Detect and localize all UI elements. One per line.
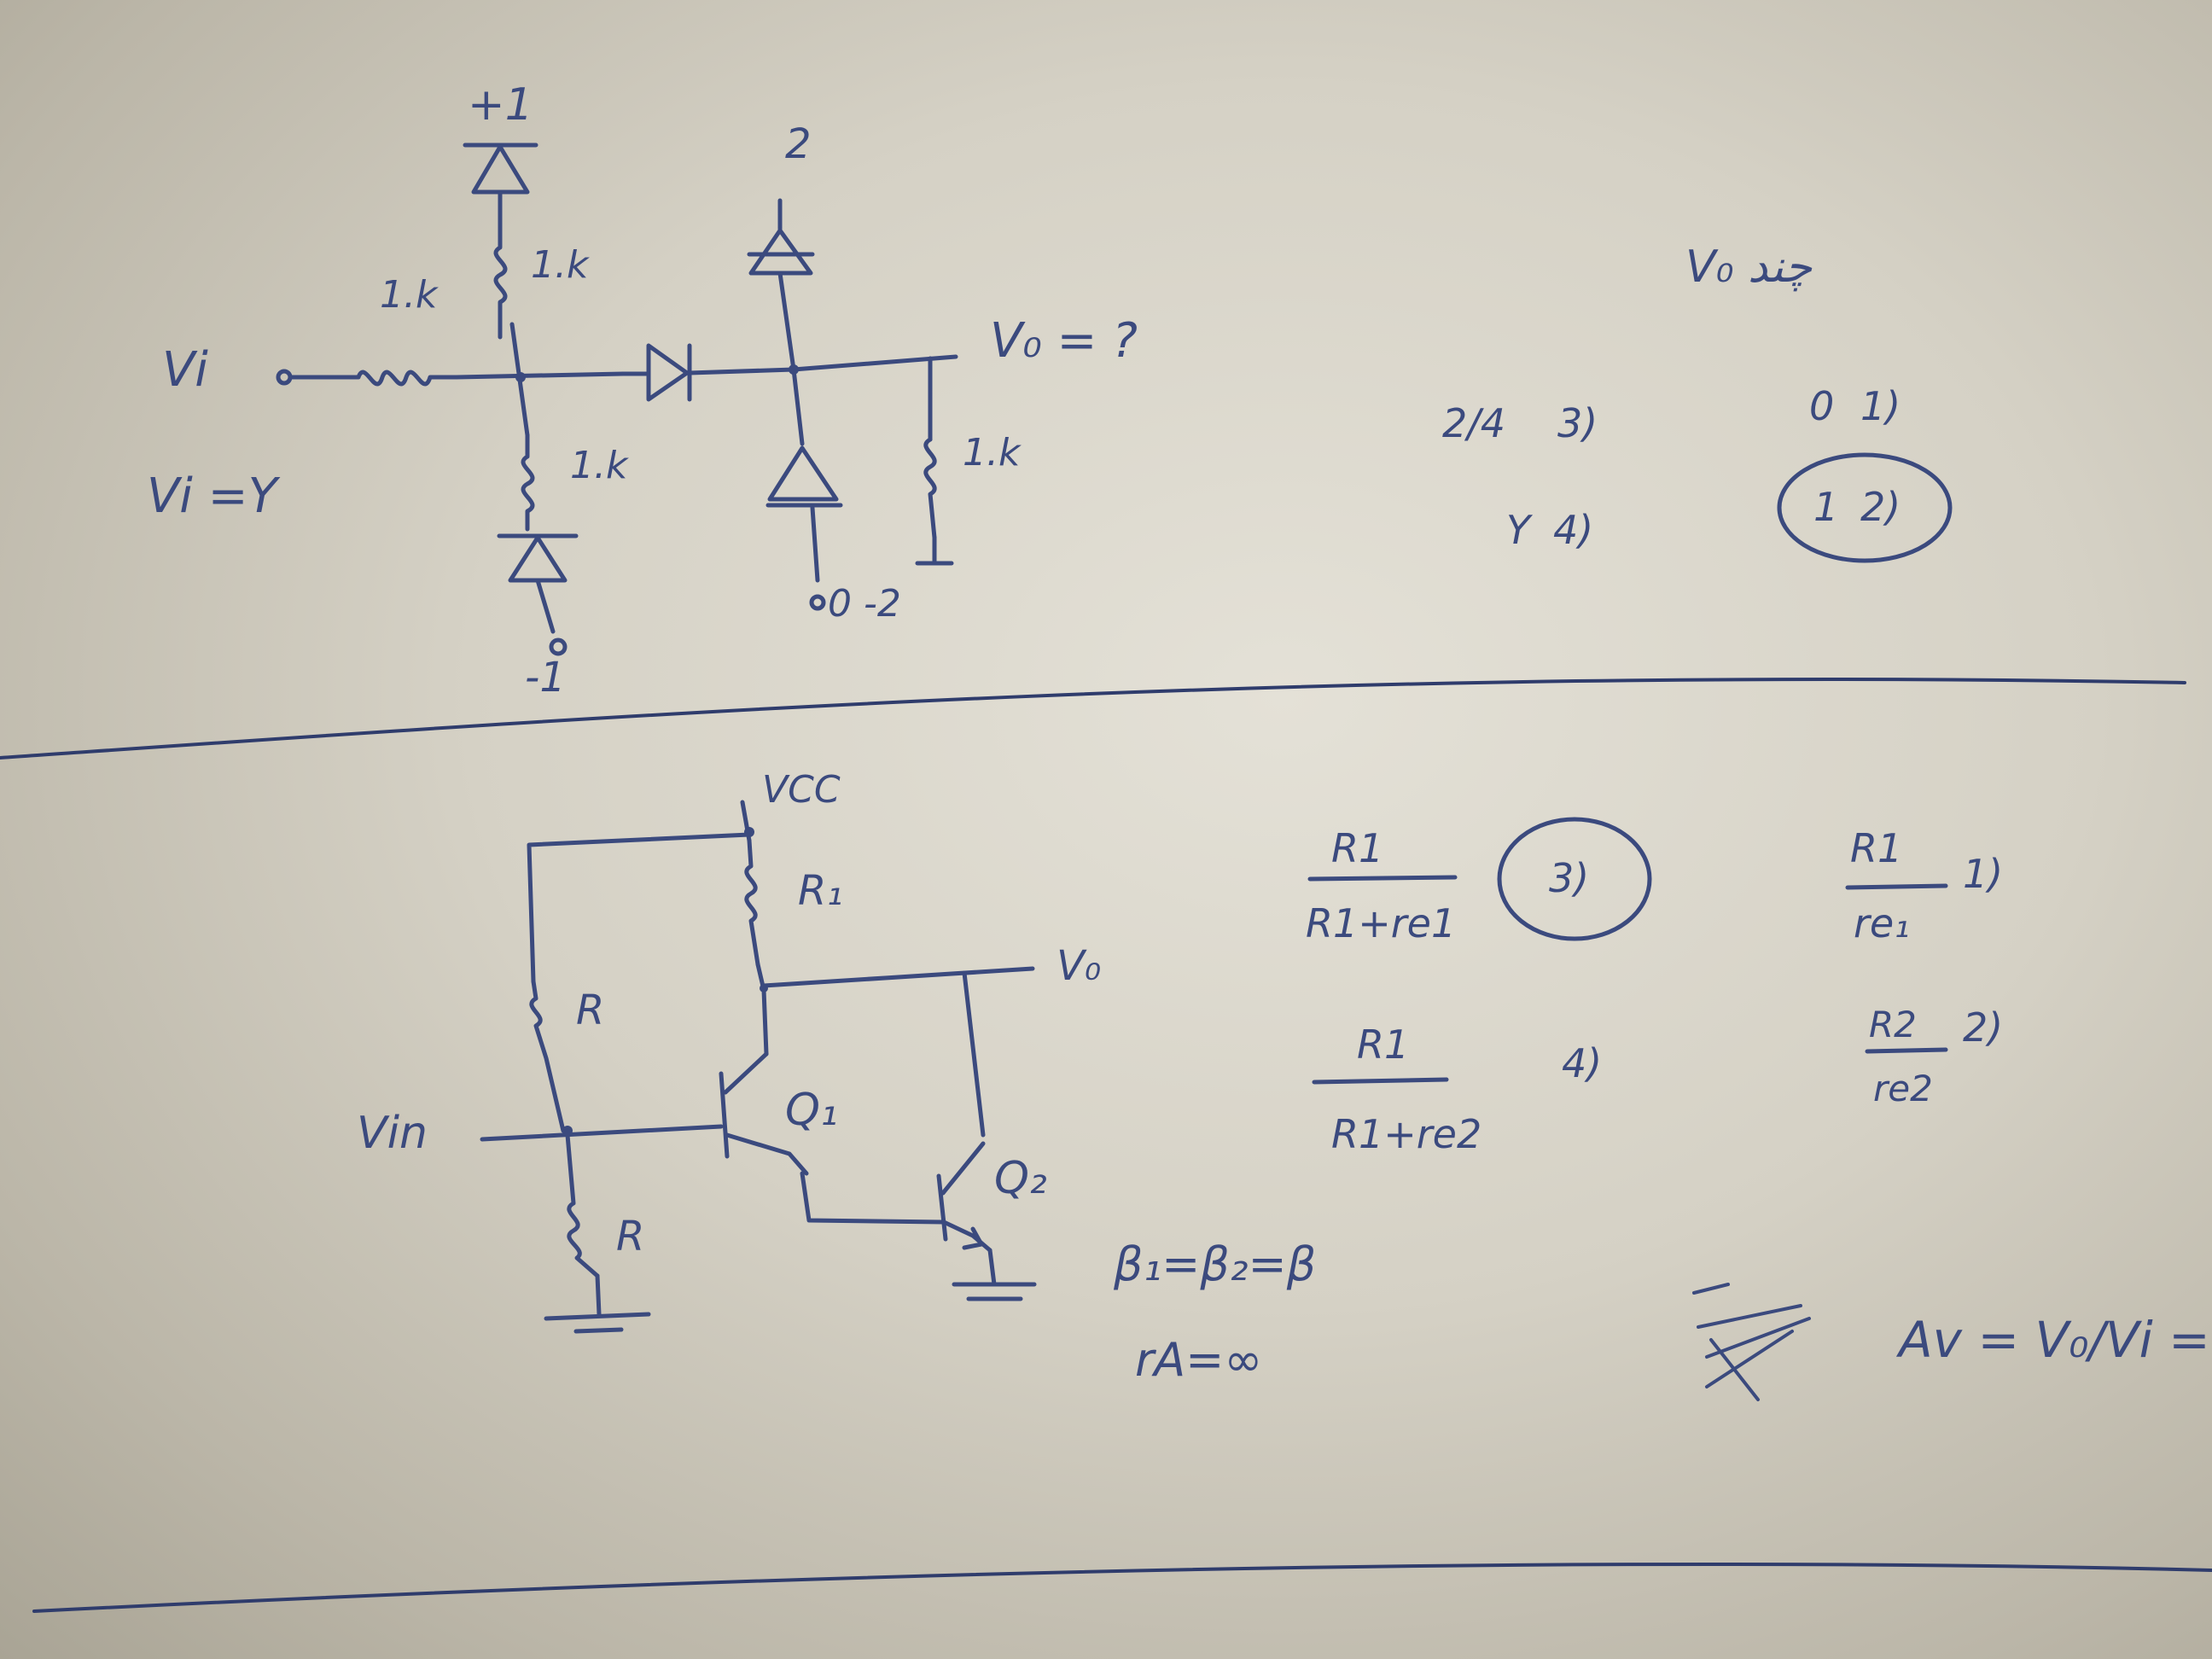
source-right-label: 0 -2	[828, 582, 901, 626]
diode-top-icon	[463, 143, 538, 216]
resistor-top-icon	[493, 211, 508, 340]
rtop-label: R	[576, 987, 604, 1034]
resistor-rtop-icon	[529, 979, 566, 1133]
svg-text:re₁: re₁	[1854, 900, 1910, 946]
section-divider-line	[0, 678, 2186, 760]
choice-2-num: 2)	[1963, 1004, 2003, 1051]
resistor-bottom-label: 1.k	[570, 444, 629, 487]
choice-3-num: 3)	[1549, 855, 1589, 901]
diode-mid-icon	[747, 198, 815, 372]
choice-2-text: 1	[1813, 484, 1838, 530]
resistor-input-icon	[288, 370, 459, 387]
choice-2-num: 2)	[1860, 484, 1901, 530]
vo-label: V₀	[1057, 942, 1101, 990]
input-value: Vi =Y	[147, 469, 281, 524]
source-top-label: +1	[468, 79, 533, 131]
svg-text:R1: R1	[1357, 1022, 1409, 1068]
svg-text:R1+re1: R1+re1	[1306, 900, 1456, 946]
choice-1-text: 0	[1809, 383, 1834, 429]
input-label: Vi	[162, 342, 208, 398]
av-question: Av = V₀/Vi = ?	[1895, 1311, 2212, 1369]
resistor-output-icon	[923, 437, 937, 540]
resistor-input-label: 1.k	[380, 273, 439, 317]
ra-relation: rA=∞	[1135, 1333, 1262, 1387]
bottom-divider-line	[32, 1563, 2212, 1613]
source-mid-label: 2	[785, 120, 812, 168]
right-terminal	[809, 594, 826, 611]
bottom-terminal	[549, 637, 568, 656]
resistor-rbottom-icon	[565, 1132, 600, 1278]
rbottom-label: R	[616, 1213, 644, 1260]
diode-bottom-icon	[497, 533, 579, 634]
choice-4-fraction: R1 R1+re2	[1312, 1022, 1481, 1157]
resistor-output-label: 1.k	[963, 431, 1022, 474]
svg-text:R1: R1	[1331, 825, 1383, 871]
problem1-circuit: +1 1.k Vi 1.k Vi =Y 1.k	[147, 79, 1953, 701]
beta-relation: β₁=β₂=β	[1113, 1237, 1316, 1291]
svg-text:R2: R2	[1869, 1004, 1917, 1045]
resistor-top-label: 1.k	[531, 243, 590, 287]
av-scribble-icon	[1692, 1283, 1811, 1401]
svg-text:re2: re2	[1873, 1068, 1933, 1109]
diode-down-icon	[765, 445, 843, 583]
source-bottom-label: -1	[525, 654, 566, 701]
ground-left-icon	[544, 1273, 651, 1334]
vcc-label: VCC	[762, 768, 841, 812]
circled-answer-2	[1497, 817, 1652, 941]
choice-4-num: 4)	[1562, 1040, 1602, 1086]
choice-3-num: 3)	[1557, 400, 1598, 446]
q2-label: Q₂	[994, 1153, 1047, 1204]
resistor-r1-icon	[744, 838, 760, 967]
vin-label: Vin	[357, 1108, 428, 1159]
choice-1-num: 1)	[1860, 383, 1901, 429]
answer-heading: V₀ چند	[1685, 242, 1813, 293]
choice-3-text: 2/4	[1442, 400, 1505, 446]
problem2-circuit: VCC R₁ R Vin R V₀	[357, 768, 2212, 1401]
ground-right-icon	[952, 1248, 1037, 1301]
choice-4-text: Y	[1506, 507, 1534, 553]
circled-answer-1	[1777, 452, 1953, 563]
transistor-q1-icon	[719, 987, 946, 1225]
svg-text:R1: R1	[1850, 825, 1902, 871]
choice-1-num: 1)	[1963, 851, 2003, 897]
choice-4-num: 4)	[1553, 507, 1593, 553]
choice-1-fraction: R1 re₁	[1845, 825, 1948, 946]
ground-output-icon	[915, 535, 954, 566]
resistor-bottom-icon	[521, 433, 535, 532]
diode-series-icon	[620, 343, 796, 402]
transistor-q2-icon	[936, 1141, 992, 1253]
svg-text:R1+re2: R1+re2	[1331, 1111, 1481, 1157]
r1-label: R₁	[798, 867, 843, 915]
choice-2-fraction: R2 re2	[1865, 1004, 1948, 1109]
choice-3-fraction: R1 R1+re1	[1306, 825, 1458, 946]
output-label: V₀ = ?	[990, 313, 1138, 369]
q1-label: Q₁	[785, 1085, 838, 1136]
